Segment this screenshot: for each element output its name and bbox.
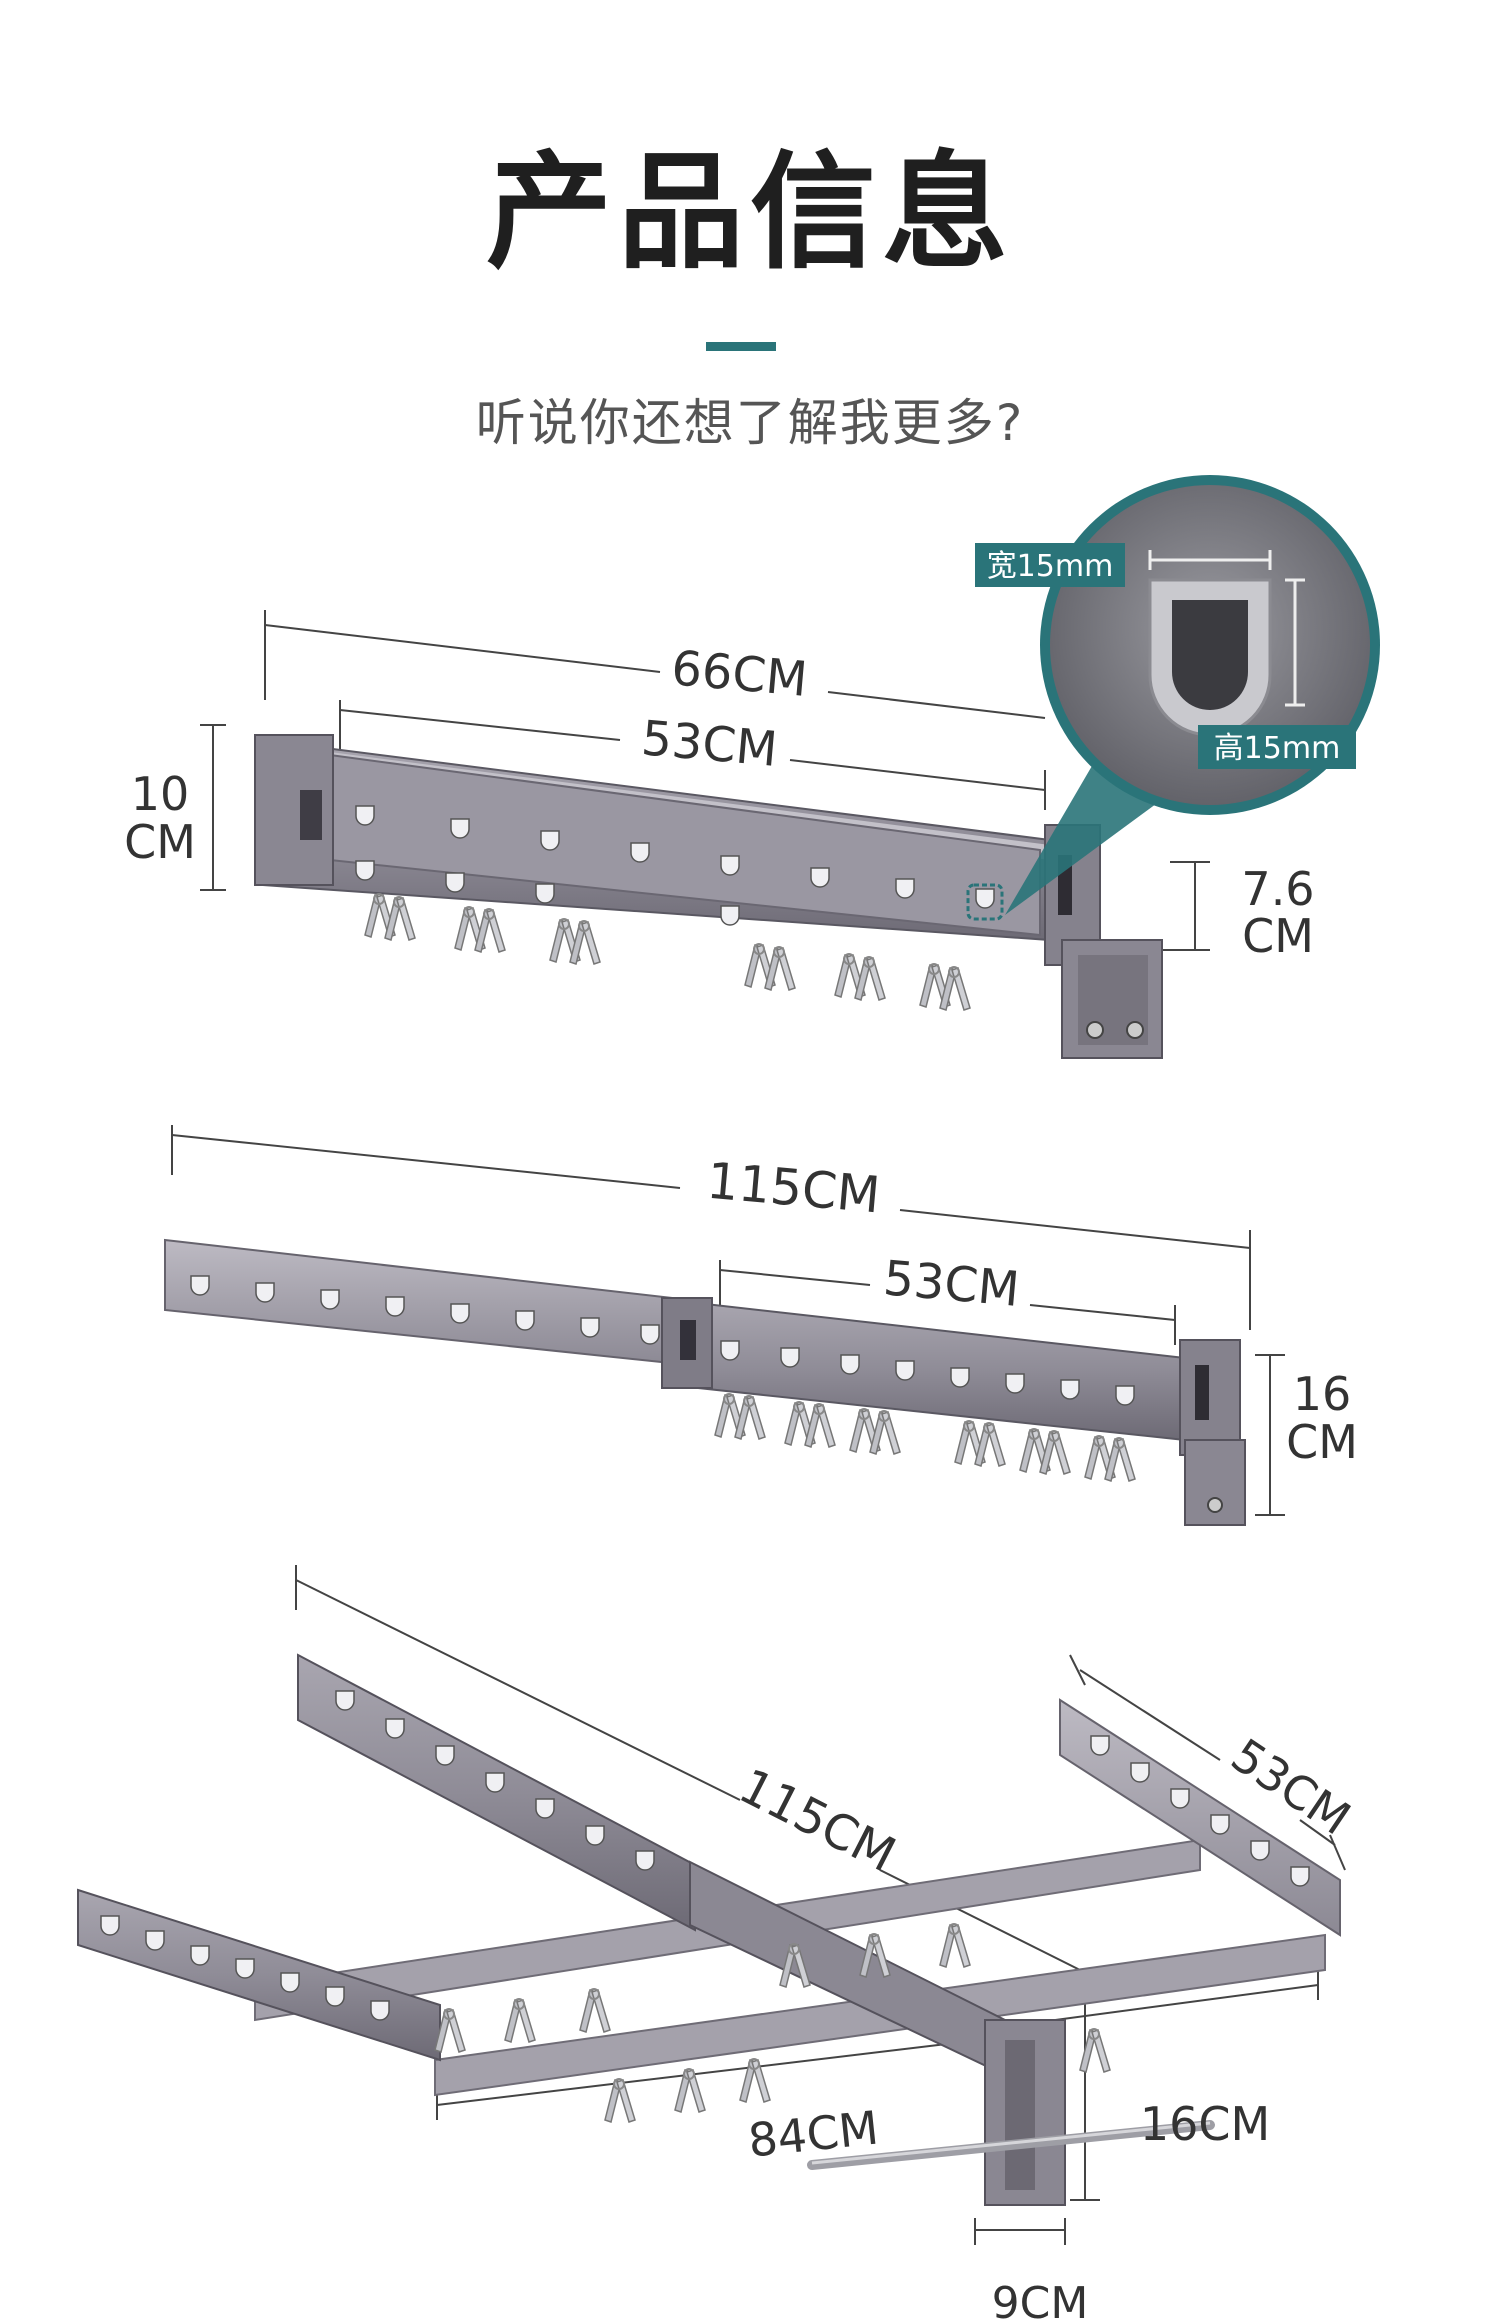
height-label-2-line2: CM	[1286, 1415, 1358, 1469]
height-label-line1: 10	[131, 767, 190, 821]
height-label-3: 16CM	[1140, 2097, 1270, 2151]
title-underline	[706, 342, 776, 351]
height-label-line2: CM	[124, 815, 196, 869]
figure-open-rack: 115CM 53CM 84CM 16CM 9CM	[77, 1565, 1360, 2322]
diagonal-length-label: 115CM	[730, 1758, 904, 1884]
page-subtitle: 听说你还想了解我更多?	[475, 394, 1025, 452]
height-label-2-line1: 16	[1293, 1367, 1352, 1421]
base-width-label: 9CM	[992, 2278, 1089, 2322]
figure-extended-rack: 115CM 53CM 16 CM	[164, 1125, 1358, 1526]
inner-width-label: 53CM	[639, 710, 779, 778]
extended-width-label: 115CM	[705, 1152, 883, 1225]
bracket-label-line2: CM	[1242, 909, 1314, 963]
slot-height-label: 高15mm	[1214, 731, 1341, 766]
overall-width-label: 66CM	[669, 640, 809, 708]
inner-width-label-2: 53CM	[881, 1250, 1021, 1318]
page-title: 产品信息	[486, 139, 1014, 286]
figure-collapsed-rack: 宽15mm 高15mm 66CM 53CM 10 CM 7.6 CM	[124, 475, 1380, 1059]
slot-width-label: 宽15mm	[987, 549, 1114, 584]
bracket-label-line1: 7.6	[1241, 862, 1314, 916]
